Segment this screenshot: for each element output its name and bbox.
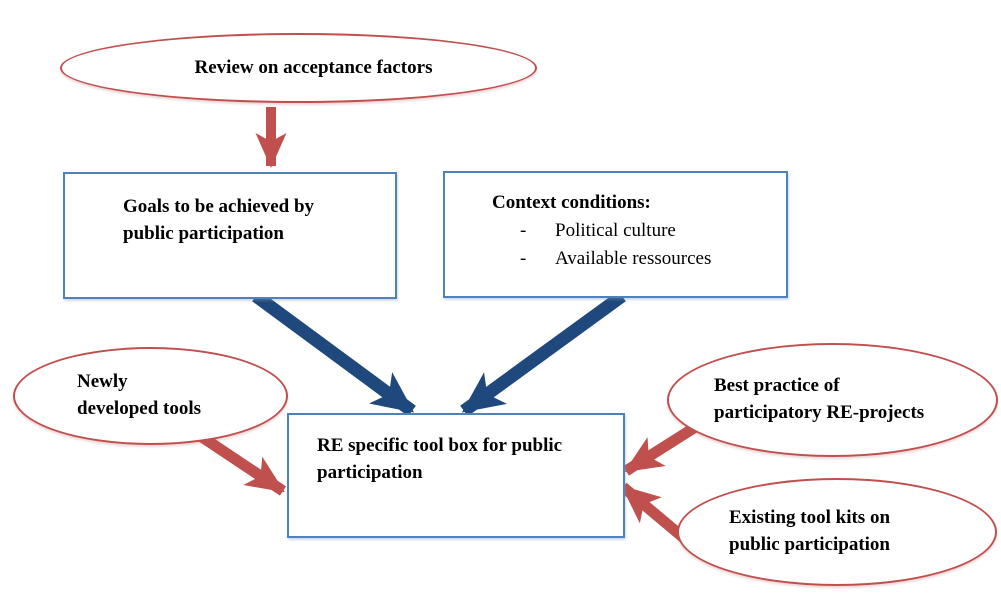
- review-label: Review on acceptance factors: [194, 56, 433, 78]
- list-dash: -: [520, 219, 527, 241]
- context-item-label: Available ressources: [555, 248, 712, 270]
- node-review-acceptance-factors: Review on acceptance factors: [60, 33, 537, 103]
- arrow-best-practice-to-toolbox: [623, 421, 700, 476]
- existing-label: Existing tool kits on public participati…: [729, 507, 891, 555]
- context-item-available-ressources: - Available ressources: [520, 245, 776, 274]
- context-heading: Context conditions:: [492, 192, 651, 213]
- node-newly-developed-tools: Newly developed tools: [13, 347, 288, 445]
- context-item-label: Political culture: [555, 219, 676, 241]
- context-item-political-culture: - Political culture: [520, 217, 776, 246]
- node-best-practice: Best practice of participatory RE-projec…: [667, 343, 998, 457]
- list-dash: -: [520, 248, 527, 270]
- node-goals-box: Goals to be achieved by public participa…: [63, 172, 397, 299]
- goals-label: Goals to be achieved by public participa…: [123, 196, 315, 244]
- node-existing-tool-kits: Existing tool kits on public participati…: [677, 478, 997, 586]
- node-context-conditions-box: Context conditions: - Political culture …: [443, 171, 788, 298]
- arrow-newly-to-toolbox: [192, 428, 287, 496]
- best-practice-label: Best practice of participatory RE-projec…: [714, 375, 925, 423]
- newly-label: Newly developed tools: [77, 371, 202, 419]
- arrow-existing-to-toolbox: [619, 482, 689, 544]
- node-re-toolbox-box: RE specific tool box for public particip…: [287, 413, 625, 538]
- arrow-context-to-toolbox: [460, 290, 626, 417]
- toolbox-label: RE specific tool box for public particip…: [317, 435, 563, 483]
